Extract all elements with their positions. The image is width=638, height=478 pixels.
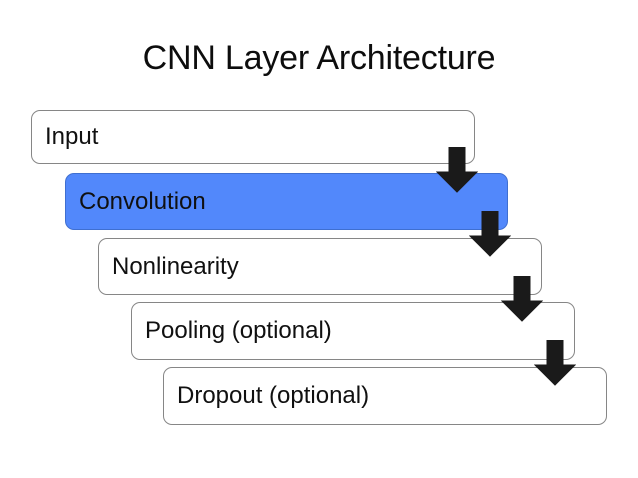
layer-label: Input xyxy=(45,123,99,150)
arrow-nonlinearity-to-pooling-icon xyxy=(501,276,543,322)
page-title: CNN Layer Architecture xyxy=(142,39,496,77)
layer-box-nonlinearity[interactable]: Nonlinearity xyxy=(98,238,542,295)
arrow-convolution-to-nonlinearity-icon xyxy=(469,211,511,257)
layer-label: Nonlinearity xyxy=(112,252,239,280)
layer-box-input[interactable]: Input xyxy=(31,110,475,164)
arrow-pooling-to-dropout-icon xyxy=(534,340,576,386)
layer-box-convolution[interactable]: Convolution xyxy=(65,173,508,230)
layer-box-dropout-optional[interactable]: Dropout (optional) xyxy=(163,367,607,425)
layer-label: Pooling (optional) xyxy=(145,317,332,344)
layer-label: Convolution xyxy=(79,187,206,215)
arrow-input-to-convolution-icon xyxy=(436,147,478,193)
layer-box-pooling-optional[interactable]: Pooling (optional) xyxy=(131,302,575,360)
layer-label: Dropout (optional) xyxy=(177,382,370,409)
